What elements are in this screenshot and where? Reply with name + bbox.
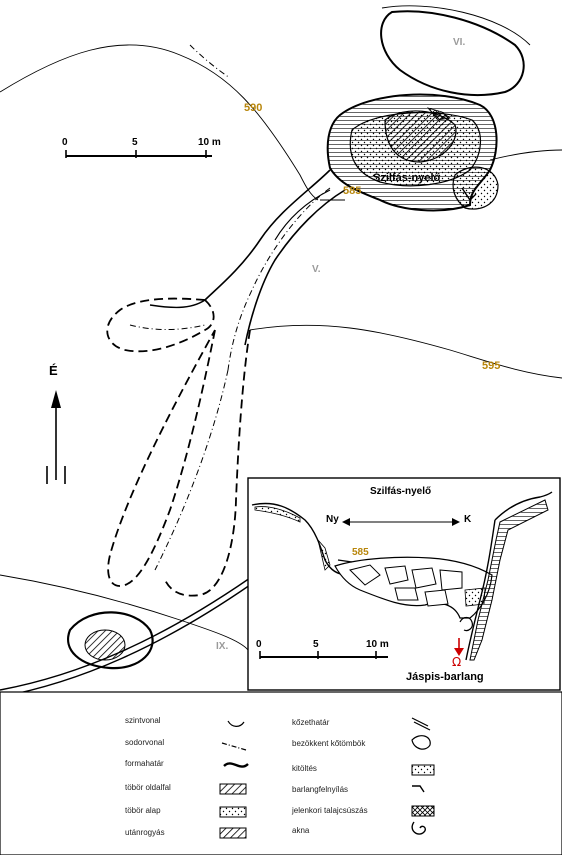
doline-label-v: V.	[312, 264, 321, 275]
cave-entrance-label: Szilfás-nyelő	[373, 172, 441, 184]
map-scale-tick-5: 5	[132, 137, 138, 148]
doline-label-vi: VI.	[453, 37, 466, 48]
dashed-lobe-upper	[106, 297, 215, 353]
contour-label-595: 595	[482, 360, 501, 372]
section-contour-label: 585	[352, 547, 369, 558]
channel-dashdot	[227, 187, 331, 371]
channel-outer-left	[204, 169, 331, 301]
legend-symbols	[219, 717, 435, 839]
section-scale-tick-5: 5	[313, 639, 319, 650]
section-scale-tick-0: 0	[256, 639, 262, 650]
contour-bottom-left	[0, 574, 249, 651]
section-west-label: Ny	[326, 514, 339, 525]
legend-label: töbör alap	[125, 806, 161, 815]
legend-label: szintvonal	[125, 716, 161, 725]
legend-label: sodorvonal	[125, 738, 165, 747]
legend-label: bezökkent kőtömbök	[292, 739, 366, 748]
legend-label: akna	[292, 826, 310, 835]
channel-outer-right	[244, 189, 346, 346]
doline-vi-outline	[380, 10, 525, 97]
contour-label-590: 590	[244, 102, 263, 114]
legend-label: töbör oldalfal	[125, 783, 171, 792]
doline-label-ix: IX.	[216, 641, 229, 652]
north-label: É	[49, 363, 58, 378]
section-drawing	[251, 491, 553, 661]
section-east-label: K	[464, 514, 472, 525]
dashed-lobe-long	[107, 329, 216, 587]
contour-595	[249, 324, 562, 379]
contour-590	[0, 44, 319, 201]
legend-label: kitöltés	[292, 764, 317, 773]
main-doline-collapse	[384, 110, 457, 163]
section-title: Szilfás-nyelő	[370, 486, 432, 497]
shaft-symbol: Ω	[452, 655, 462, 669]
legend-label: kőzethatár	[292, 718, 330, 727]
map-scale-tick-10: 10 m	[198, 137, 221, 148]
section-scale-bar	[259, 651, 388, 659]
rock-block	[452, 166, 499, 210]
legend-label: barlangfelnyílás	[292, 785, 349, 794]
road-line-1	[0, 577, 251, 691]
contour-label-585: 585	[343, 185, 362, 197]
section-scale-tick-10: 10 m	[366, 639, 389, 650]
legend-box	[0, 691, 562, 855]
map-scale-bar	[65, 150, 212, 158]
north-arrow	[46, 390, 66, 484]
map-scale-tick-0: 0	[62, 137, 68, 148]
doline-ix-outline	[67, 611, 154, 670]
section-right-wall	[465, 491, 553, 661]
legend-label: formahatár	[125, 759, 164, 768]
cave-below-label: Jáspis-barlang	[406, 671, 484, 683]
legend-label: utánrogyás	[125, 828, 165, 837]
contour-top-right	[489, 149, 562, 161]
legend-label: jelenkori talajcsúszás	[292, 806, 368, 815]
